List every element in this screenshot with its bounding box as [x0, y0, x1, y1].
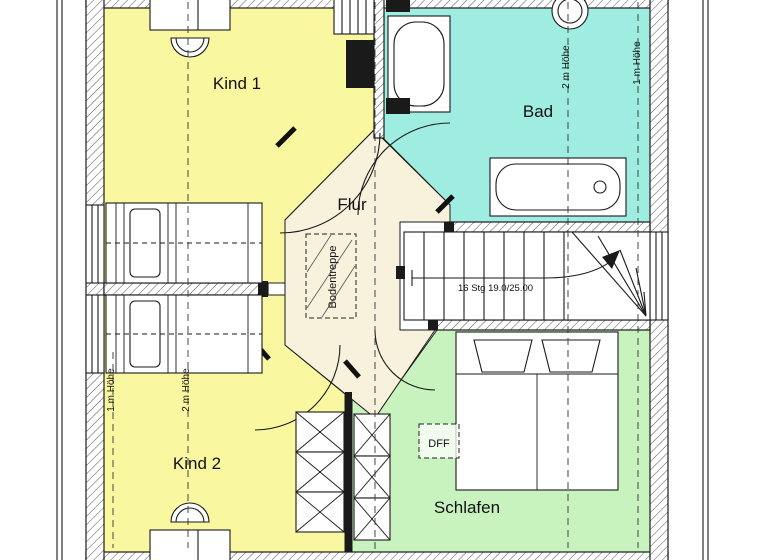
bed-pillow — [541, 339, 601, 373]
room-label-flur: Flur — [337, 195, 367, 214]
sheet-frame-inner — [61, 0, 704, 560]
door-jamb — [258, 281, 268, 297]
kind2-desk — [149, 502, 231, 560]
room-flur-floor — [284, 129, 451, 419]
desk-chair-back — [175, 507, 205, 523]
attic-ladder-hatch — [306, 239, 353, 309]
height-label-1m-right: 1 m Höhe — [632, 41, 643, 85]
bed-frame — [105, 202, 263, 284]
door-jamb — [428, 320, 438, 330]
attic-ladder-outline — [305, 233, 357, 319]
room-label-schlafen: Schlafen — [434, 498, 500, 517]
stair-arrow-head — [602, 250, 620, 269]
attic-ladder-hatch — [306, 234, 332, 273]
wardrobe-cross — [295, 411, 345, 453]
stair-winder — [635, 267, 647, 317]
door-arc-kind2 — [254, 344, 341, 431]
wall-bad-stairs — [447, 221, 651, 233]
sheet-frame-outer — [56, 0, 709, 560]
tub-outline — [387, 15, 451, 113]
desk-chair-back — [175, 37, 205, 53]
wardrobe-schlafen — [353, 413, 391, 541]
door-arc-schlafen — [374, 329, 436, 391]
desk-chair — [170, 502, 210, 523]
tub-outline — [489, 157, 627, 217]
tub-block — [386, 0, 410, 12]
height-label-2m-right: 2 m Höhe — [561, 45, 572, 89]
roof-window-box — [418, 423, 460, 459]
attic-ladder-hatch — [321, 265, 356, 318]
desk-top — [149, 0, 231, 31]
attic-ladder-label: Bodentreppe — [327, 246, 339, 309]
room-label-kind2: Kind 2 — [173, 454, 221, 473]
wardrobe-cross — [353, 497, 391, 541]
door-leaf-kind1 — [275, 126, 297, 148]
desk-chair — [170, 37, 210, 58]
kind2-bed — [105, 294, 263, 374]
roof-window-label: DFF — [428, 438, 450, 450]
wardrobe-cross — [353, 413, 391, 457]
bathtub-horizontal — [489, 157, 627, 217]
stair-winder — [571, 231, 647, 317]
door-leaf-bad — [435, 194, 455, 214]
wardrobe-cross — [353, 455, 391, 499]
window-left-lower — [85, 294, 105, 374]
wall-kind2-schlafen — [345, 392, 352, 552]
wall-kind1-bad — [373, 0, 385, 139]
wardrobe-cross — [295, 451, 345, 493]
kind1-bed — [105, 202, 263, 284]
chimney — [346, 40, 374, 88]
window-right-stairs — [649, 231, 669, 321]
stair-spec-label: 16 Stg 19.0/25.00 — [458, 283, 533, 294]
door-arc-bad — [357, 122, 451, 216]
tub-basin — [393, 21, 445, 107]
height-label-2m-left: 2 m Höhe — [181, 368, 192, 412]
bed-frame — [105, 294, 263, 374]
basin-inner — [557, 0, 583, 24]
window-left-upper — [85, 204, 105, 284]
window-opening — [649, 231, 669, 321]
roof-window-marker: DFF — [418, 423, 460, 459]
stair-well — [403, 231, 651, 321]
shelf-outline — [333, 0, 375, 35]
wardrobe-cross — [295, 491, 345, 533]
wall-kind-divider — [103, 282, 269, 296]
wall-stairs-schlafen — [435, 319, 651, 331]
stair-winder — [619, 249, 647, 317]
wall-bottom — [85, 551, 669, 560]
kind1-desk — [149, 0, 231, 58]
height-label-1m-left: 1 m Höhe — [106, 368, 117, 412]
tub-block — [386, 98, 410, 114]
desk-top — [149, 529, 231, 560]
bed-pillow — [473, 339, 533, 373]
washbasin — [551, 0, 589, 30]
kind1-shelf — [333, 0, 375, 35]
bathtub-vertical — [386, 0, 451, 114]
door-leaf-schlafen — [343, 359, 361, 379]
stair-winder — [643, 291, 647, 317]
door-arc-kind1 — [279, 132, 381, 234]
door-jamb — [444, 222, 454, 232]
basin-outer — [551, 0, 589, 30]
attic-ladder: Bodentreppe — [305, 233, 357, 319]
window-opening — [85, 204, 105, 284]
schlafen-bed — [455, 331, 619, 491]
wardrobe-kind2 — [295, 411, 345, 533]
window-opening — [85, 294, 105, 374]
tub-basin — [495, 163, 621, 211]
staircase: 16 Stg 19.0/25.00 — [403, 231, 651, 321]
stair-post — [396, 266, 405, 279]
room-label-kind1: Kind 1 — [213, 74, 261, 93]
room-label-bad: Bad — [523, 102, 553, 121]
tub-drain — [593, 180, 607, 194]
